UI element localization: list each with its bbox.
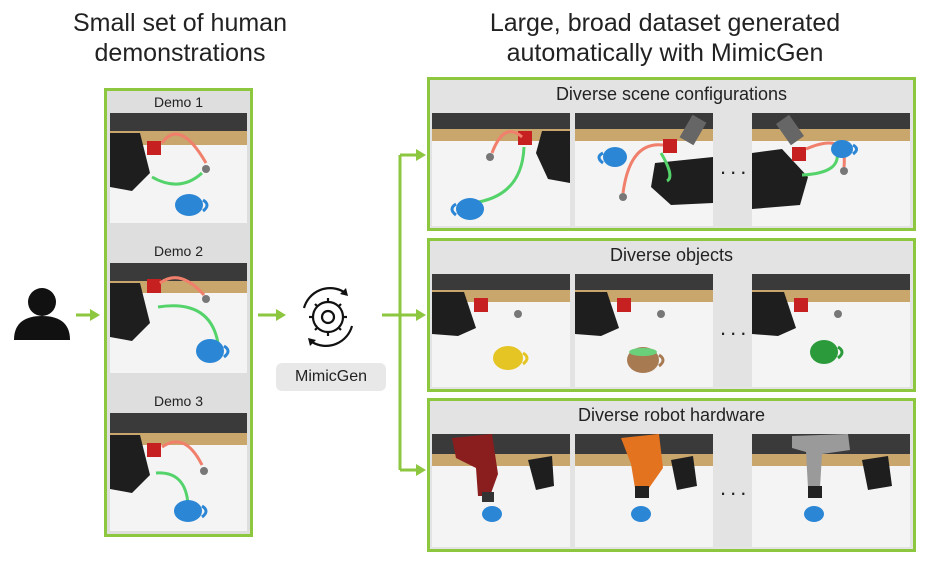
left-title: Small set of human demonstrations — [73, 9, 287, 67]
demo-1-scene — [110, 113, 247, 223]
demo-2-scene — [110, 263, 247, 373]
scene-config-image-1 — [432, 113, 570, 226]
robot-hardware-panel: Diverse robot hardware ... — [427, 398, 916, 552]
right-title: Large, broad dataset generated automatic… — [489, 9, 841, 67]
objects-image-3 — [752, 274, 910, 387]
diverse-objects-title: Diverse objects — [609, 245, 734, 265]
demo-3-scene — [110, 413, 247, 531]
scene-config-image-3 — [752, 113, 910, 226]
scene-configurations-title: Diverse scene configurations — [555, 84, 788, 104]
objects-ellipsis: ... — [720, 315, 751, 340]
demonstrations-panel: Demo 1 Demo 2 Demo 3 — [104, 88, 253, 537]
objects-image-1 — [432, 274, 570, 387]
diverse-objects-panel: Diverse objects ... — [427, 238, 916, 392]
demo-2-label: Demo 2 — [153, 243, 204, 259]
robot-image-2 — [575, 434, 713, 547]
demo-1-label: Demo 1 — [153, 94, 204, 110]
gear-cycle-icon — [302, 287, 354, 347]
robot-hardware-title: Diverse robot hardware — [577, 405, 766, 425]
objects-image-2 — [575, 274, 713, 387]
scene-config-image-2 — [575, 113, 713, 226]
scene-configurations-panel: Diverse scene configurations — [427, 77, 916, 231]
robot-image-3 — [752, 434, 910, 547]
robot-ellipsis: ... — [720, 475, 751, 500]
person-icon — [14, 288, 70, 340]
scene-config-ellipsis: ... — [720, 154, 751, 179]
robot-image-1 — [432, 434, 570, 547]
demo-3-label: Demo 3 — [153, 393, 204, 409]
mimicgen-label: MimicGen — [276, 363, 386, 391]
